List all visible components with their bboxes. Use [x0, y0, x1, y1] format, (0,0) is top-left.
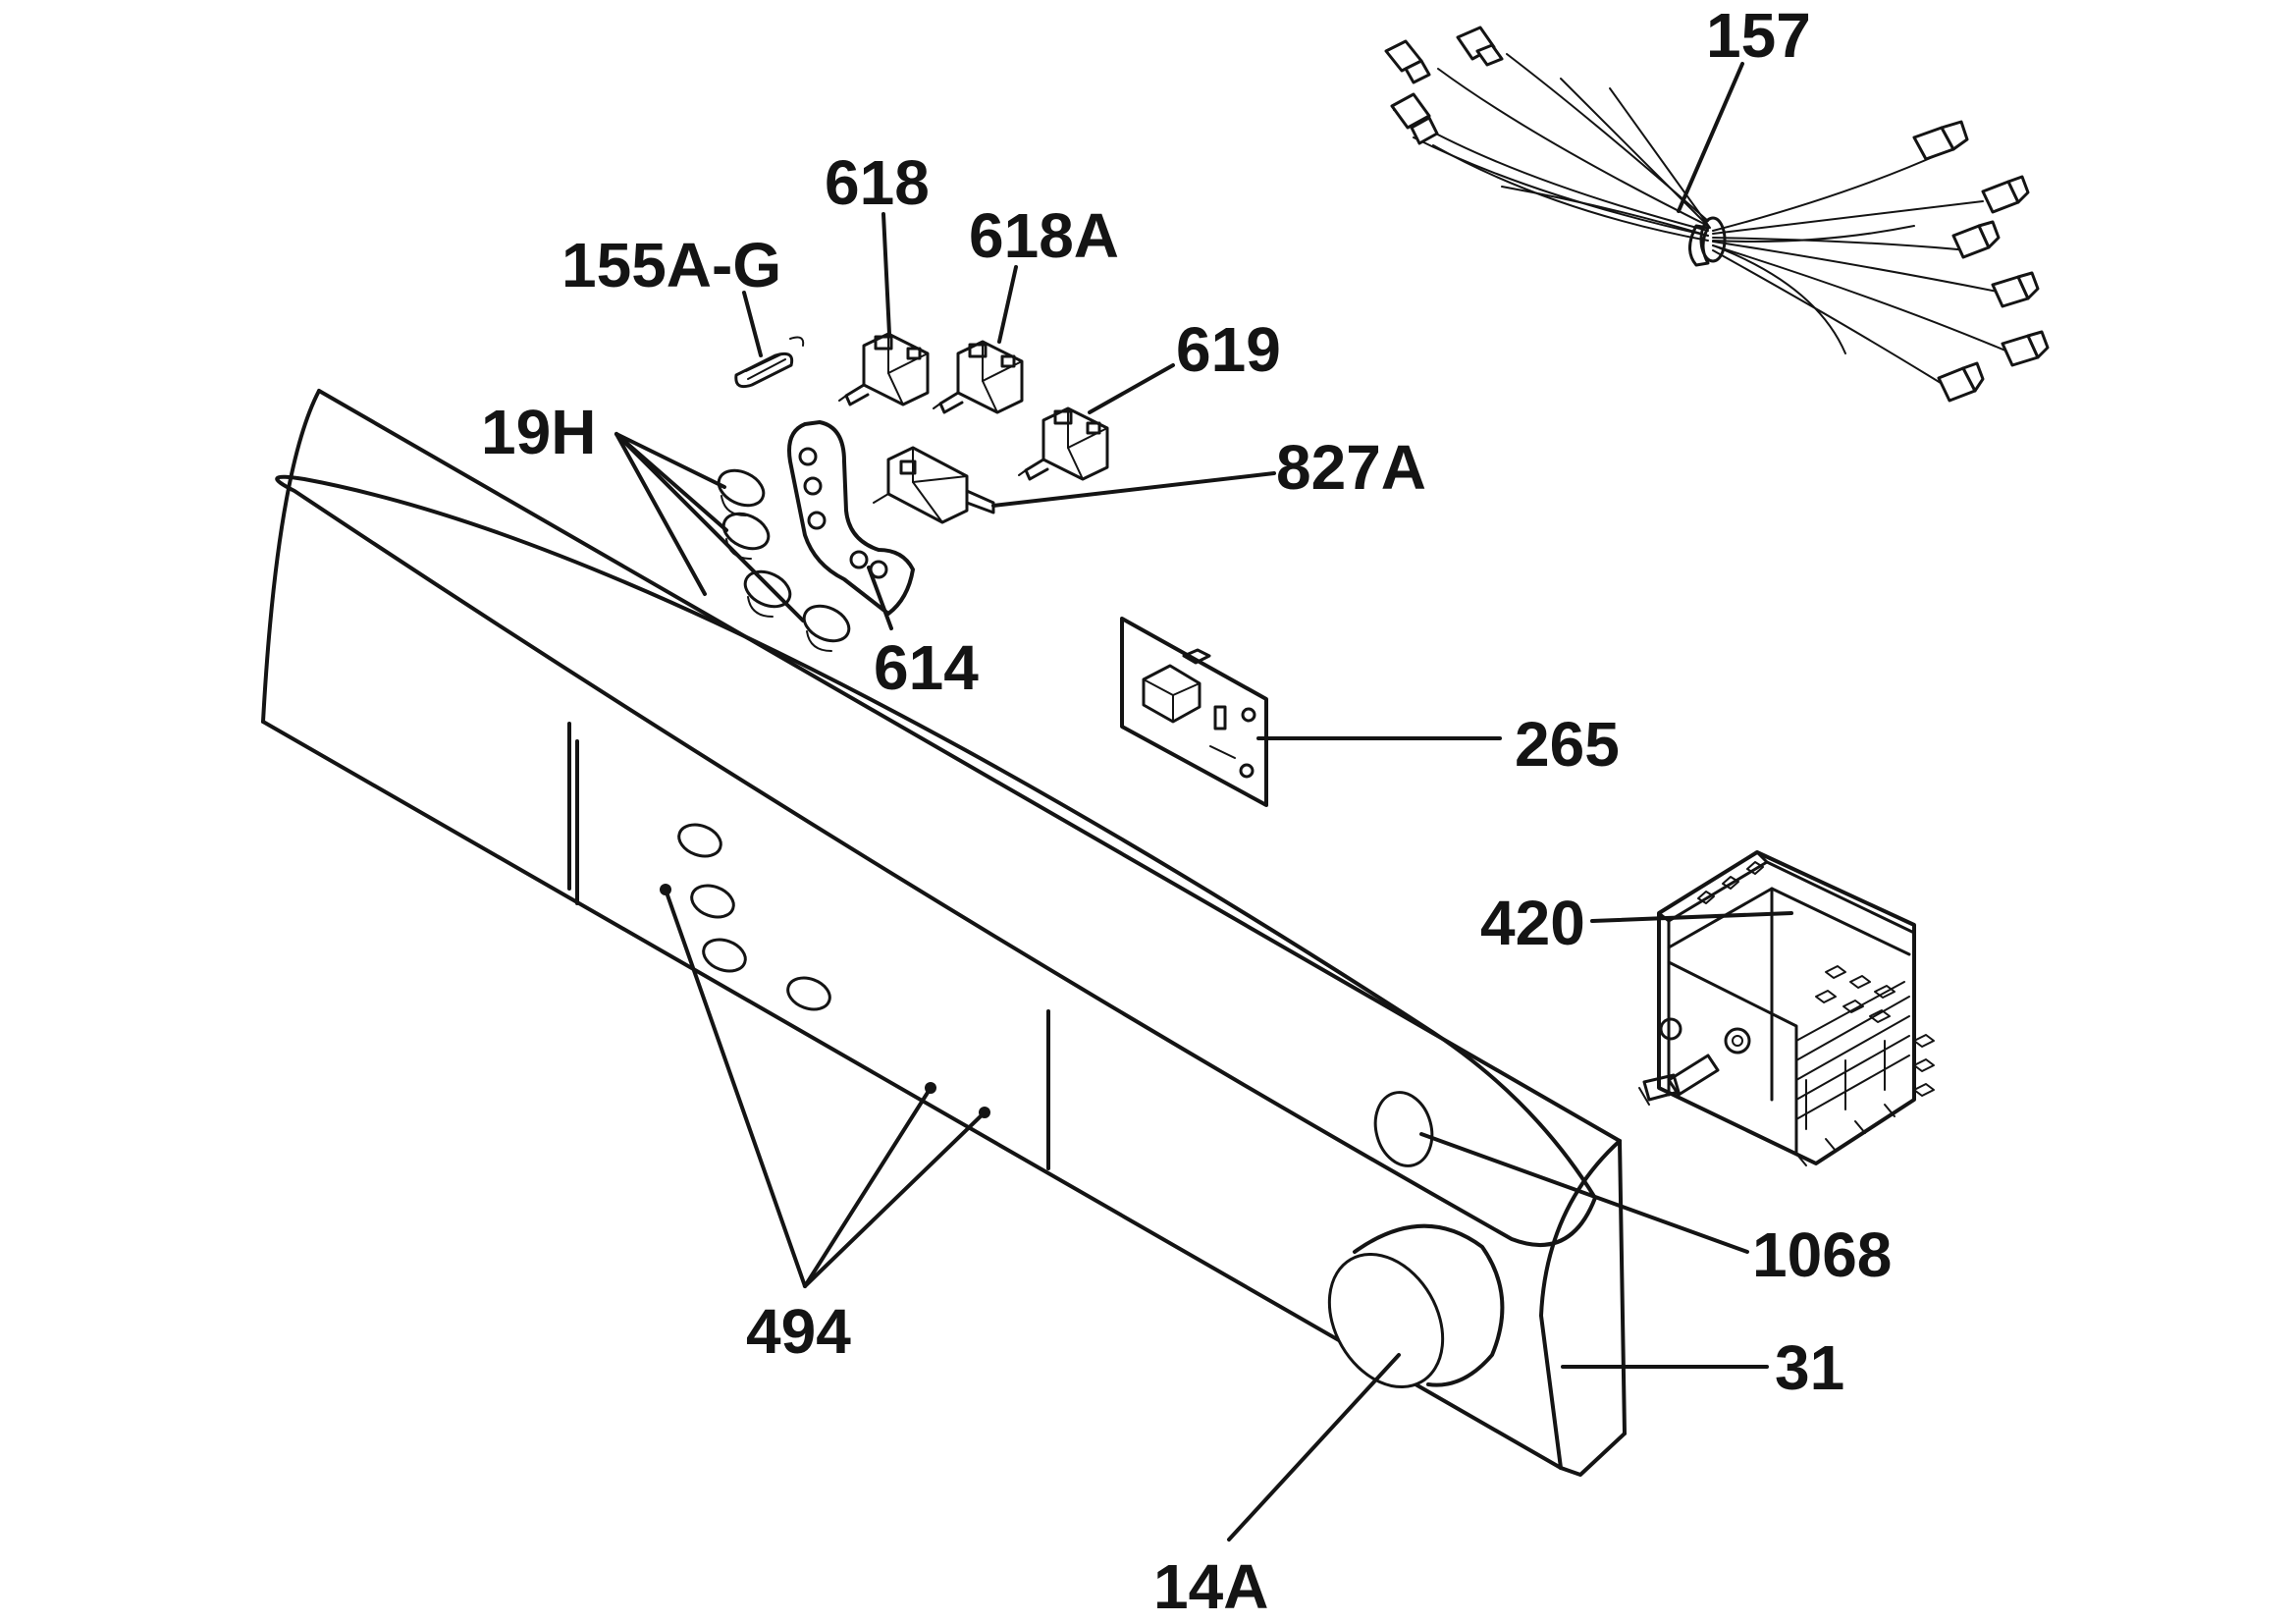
- label-827a: 827A: [1276, 432, 1426, 503]
- label-31: 31: [1775, 1332, 1844, 1403]
- switch-619: [1018, 406, 1109, 481]
- leader-lines: [614, 62, 1793, 1542]
- switch-bracket: [787, 420, 915, 616]
- lens-window: [1373, 1091, 1434, 1167]
- panel-buttons: [660, 823, 990, 1118]
- label-420: 420: [1480, 888, 1585, 958]
- label-619: 619: [1176, 314, 1281, 385]
- label-155a-g: 155A-G: [561, 230, 781, 300]
- label-19h: 19H: [481, 397, 596, 467]
- label-265: 265: [1515, 709, 1620, 780]
- wire-harness: [1384, 26, 2050, 403]
- switch-618: [838, 332, 930, 406]
- timer-knob: [1327, 1223, 1505, 1389]
- label-1068: 1068: [1752, 1219, 1892, 1290]
- circuit-board: [1120, 617, 1268, 807]
- lamp-bulb: [734, 336, 805, 389]
- part-labels: 157 618 618A 155A-G 619 19H 827A 614 265…: [481, 0, 1892, 1622]
- switch-827a: [873, 446, 995, 524]
- control-panel: [261, 389, 1627, 1477]
- label-494: 494: [746, 1296, 851, 1367]
- label-14a: 14A: [1153, 1551, 1268, 1622]
- button-caps: [717, 468, 851, 652]
- label-157: 157: [1706, 0, 1811, 71]
- label-614: 614: [874, 632, 979, 703]
- label-618: 618: [825, 147, 930, 218]
- label-618a: 618A: [969, 200, 1119, 271]
- timer-module: [1638, 850, 1935, 1166]
- switch-618a: [933, 340, 1024, 414]
